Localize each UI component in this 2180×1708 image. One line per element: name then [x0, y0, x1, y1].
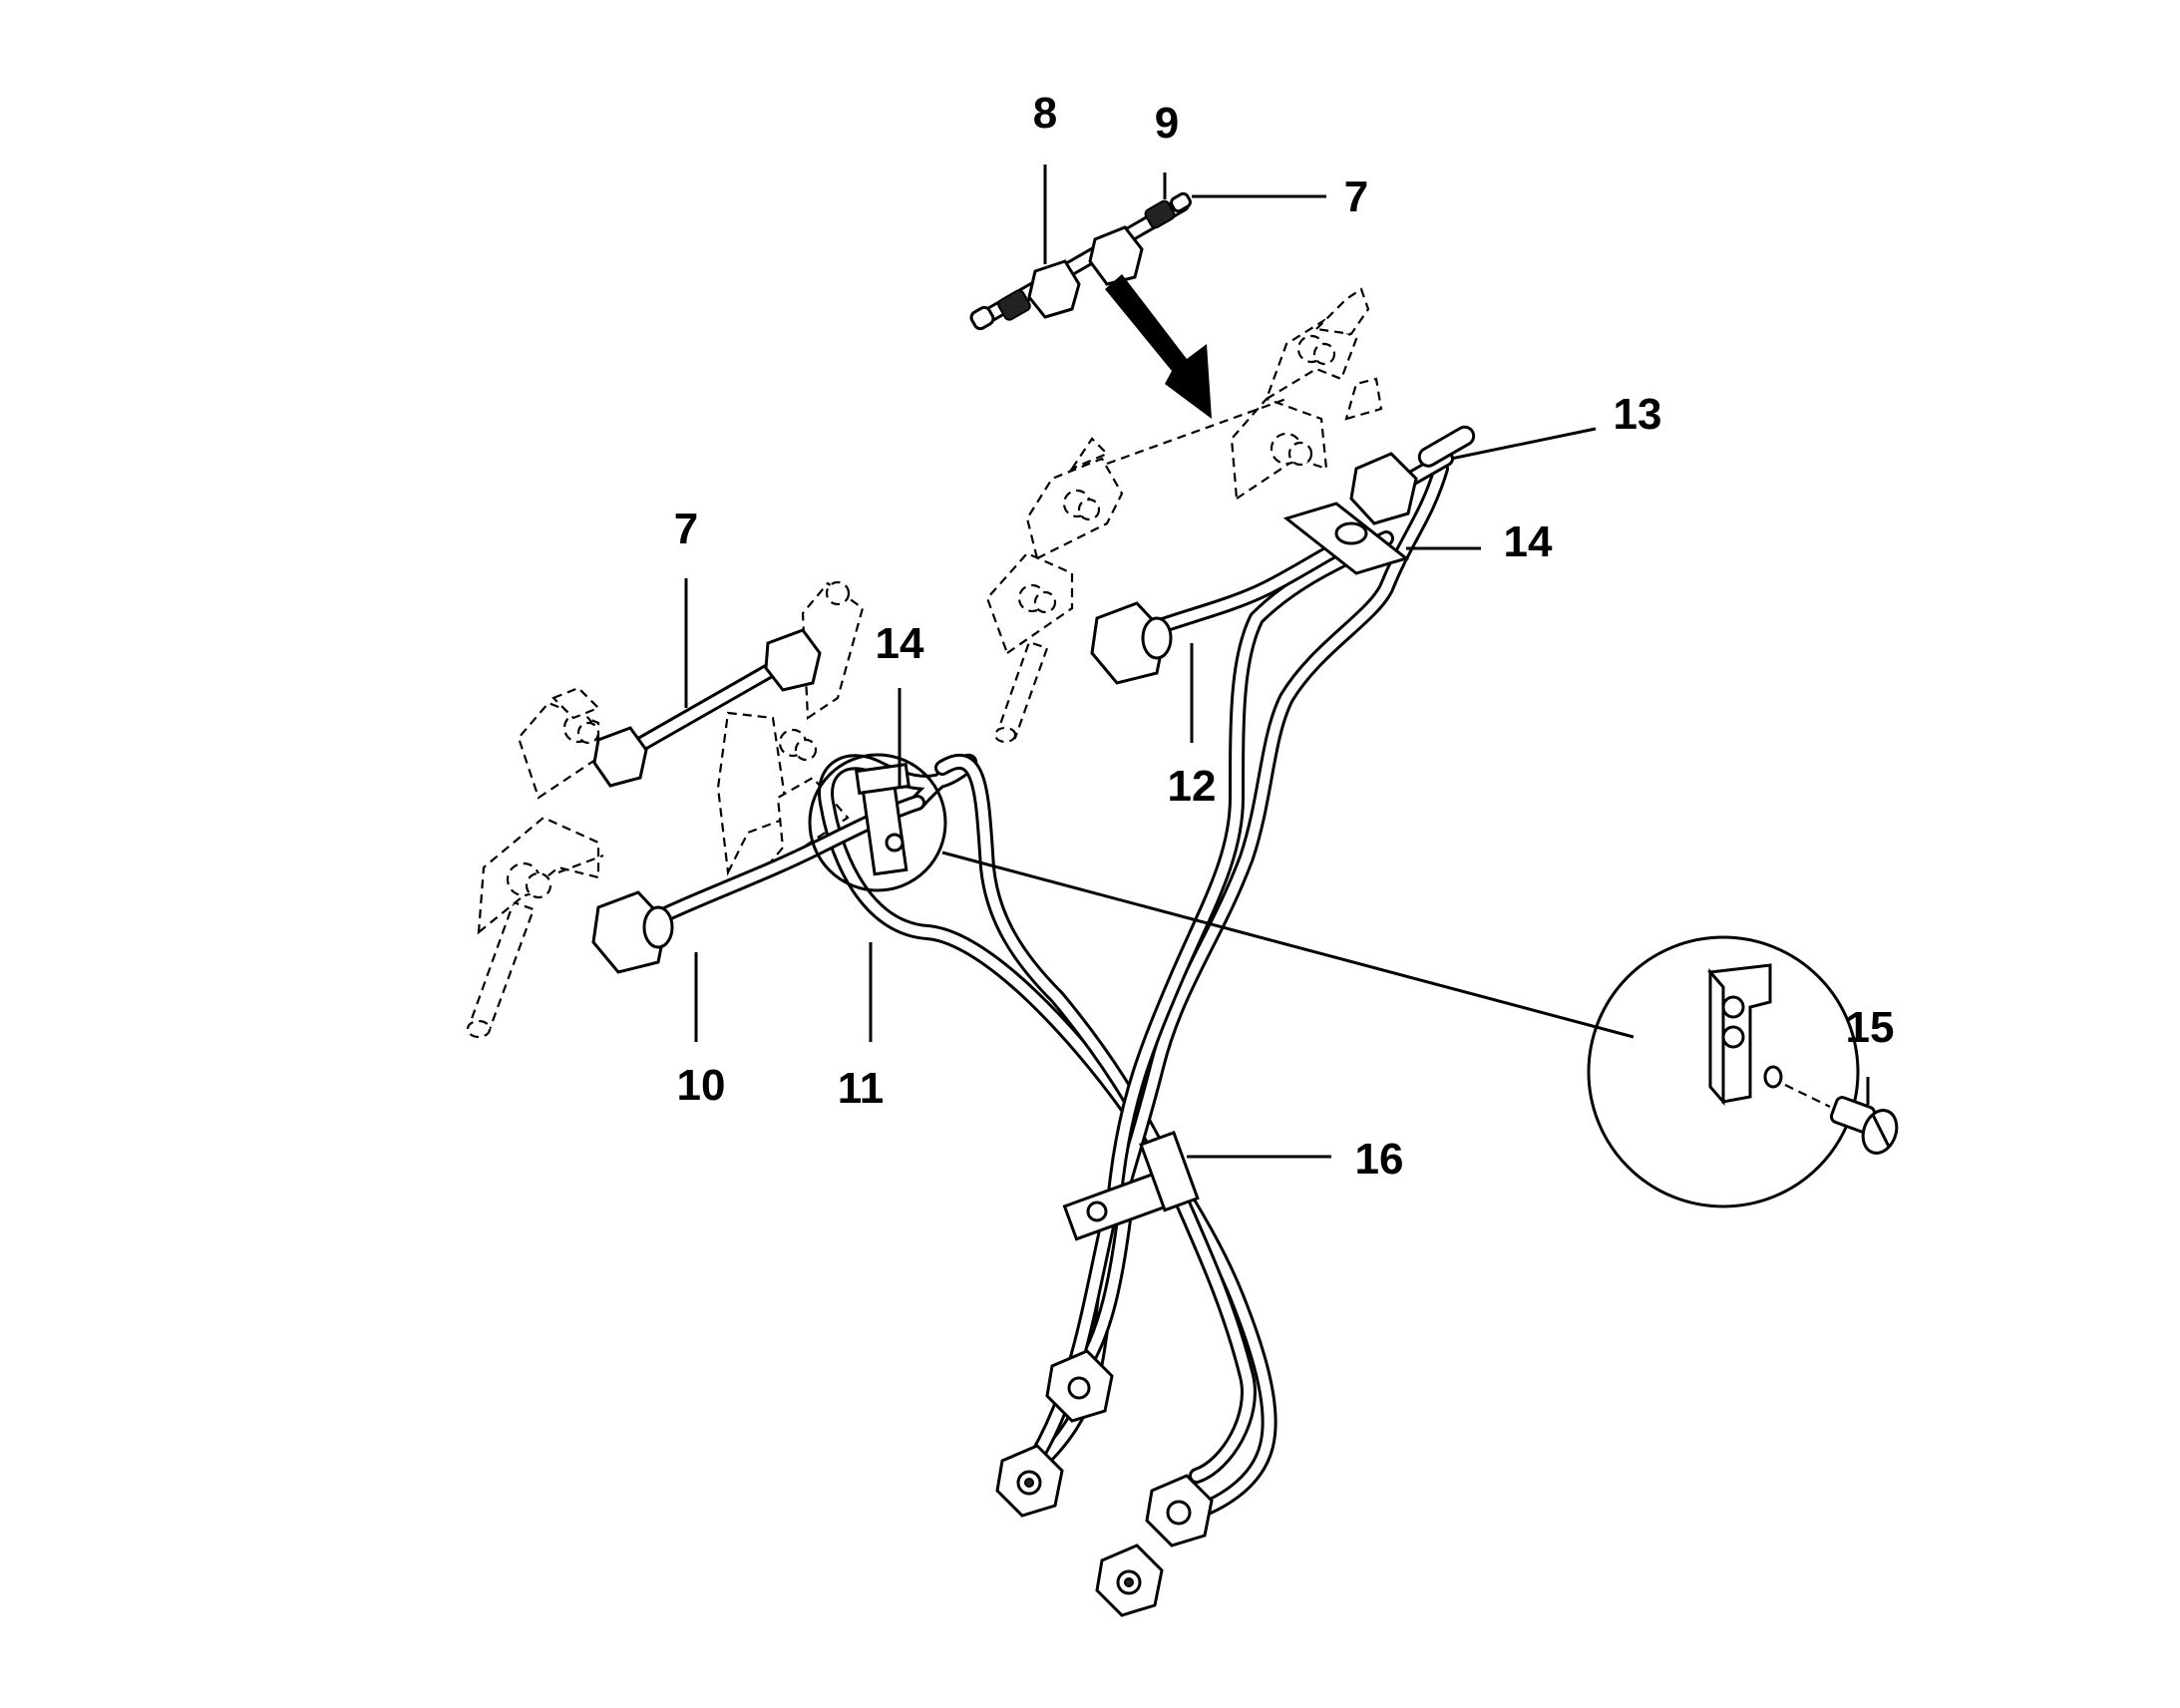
callout-13: 13: [1614, 390, 1662, 439]
ghost-alignment-line-left: [557, 854, 604, 874]
pipe-12: [1119, 530, 1364, 646]
callout-9: 9: [1155, 99, 1179, 148]
detail-clip: [1707, 963, 1783, 1107]
nut-bottom-2: [995, 1444, 1064, 1518]
callout-14-left: 14: [876, 619, 924, 668]
clamp-14-right: [1282, 502, 1410, 575]
leader-13: [1450, 427, 1597, 461]
detail-connector-line: [941, 851, 1635, 1039]
callout-7-top: 7: [1344, 172, 1368, 221]
nut-bottom-1: [1045, 1349, 1114, 1423]
nut-bottom-4: [1095, 1543, 1164, 1617]
callout-11: 11: [838, 1064, 885, 1113]
ghost-injector-center: [985, 437, 1124, 744]
callout-8: 8: [1033, 89, 1057, 138]
connector-assembly-top: [969, 191, 1192, 331]
callout-7-left: 7: [674, 505, 698, 553]
callout-16: 16: [1355, 1135, 1404, 1184]
nut-bottom-3: [1145, 1474, 1214, 1547]
union-7-left: [592, 628, 822, 788]
detail-circle-small: [808, 753, 947, 892]
callout-14-right: 14: [1504, 517, 1553, 566]
nut-10: [591, 890, 674, 974]
ghost-injector-left-back: [517, 686, 600, 800]
ghost-injector-left-front: [466, 816, 600, 1039]
callout-12: 12: [1168, 762, 1217, 811]
pipe-11: [818, 753, 1277, 1524]
assembly-arrow: [1105, 274, 1212, 419]
clamp-16: [1062, 1131, 1200, 1241]
ghost-alignment-line: [1106, 397, 1287, 466]
ghost-injector-mid-left: [716, 580, 865, 878]
callout-10: 10: [677, 1061, 726, 1110]
pipe-11-loop: [934, 754, 1257, 1484]
detail-screw-axis: [1784, 1084, 1831, 1108]
nut-13: [1349, 425, 1476, 525]
callout-15: 15: [1846, 1003, 1895, 1052]
detail-screw-15: [1829, 1096, 1899, 1155]
nut-12: [1090, 601, 1173, 685]
detail-circle-large: [1587, 935, 1860, 1208]
ghost-injector-right: [1230, 287, 1383, 501]
clamp-14-left: [855, 762, 910, 876]
